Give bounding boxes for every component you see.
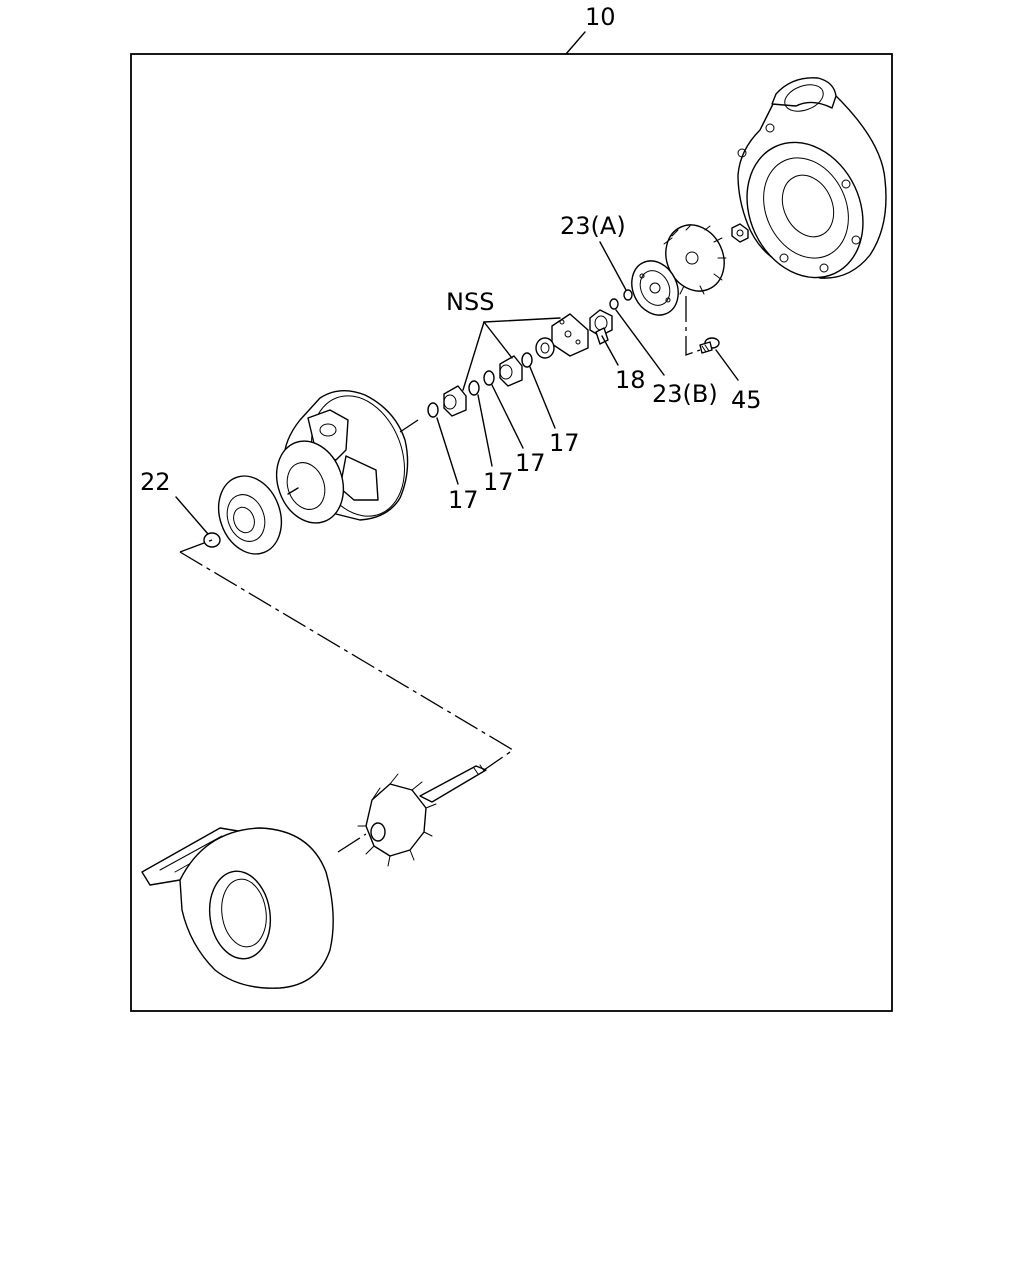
- compressor-cover: [737, 77, 887, 279]
- callout-10: 10: [585, 3, 616, 31]
- callout-23b: 23(B): [652, 380, 718, 408]
- journal-bearing-1: [443, 385, 467, 417]
- callout-17-c: 17: [515, 449, 546, 477]
- callout-23a: 23(A): [560, 212, 626, 240]
- o-ring-23a: [623, 289, 633, 301]
- heat-shield: [217, 475, 283, 555]
- callout-nss: NSS: [446, 288, 494, 316]
- impeller-nut: [731, 223, 749, 243]
- callout-17-d: 17: [549, 429, 580, 457]
- leader-lines: [175, 241, 739, 535]
- retaining-ring-3: [468, 380, 480, 396]
- callout-17-b: 17: [483, 468, 514, 496]
- turbine-housing: [141, 827, 334, 989]
- thrust-bearing: [551, 313, 589, 357]
- retaining-ring-1: [521, 352, 533, 368]
- thrust-collar: [535, 337, 555, 359]
- thrust-sleeve: [589, 309, 613, 345]
- seal-plate: [631, 260, 679, 316]
- compressor-wheel: [663, 224, 727, 295]
- assembly-line-screw: [685, 296, 701, 356]
- center-housing: [275, 390, 409, 524]
- journal-bearing-2: [499, 355, 523, 387]
- assembly-line-main: [179, 539, 515, 771]
- turbine-wheel-shaft: [357, 764, 487, 867]
- o-ring-23b: [609, 298, 619, 310]
- callout-22: 22: [140, 468, 171, 496]
- diagram-frame: [130, 53, 893, 1012]
- screw-45: [699, 337, 720, 354]
- callout-45: 45: [731, 386, 762, 414]
- callout-18: 18: [615, 366, 646, 394]
- callout-17-a: 17: [448, 486, 479, 514]
- retaining-ring-2: [483, 370, 495, 386]
- retaining-ring-4: [427, 402, 439, 418]
